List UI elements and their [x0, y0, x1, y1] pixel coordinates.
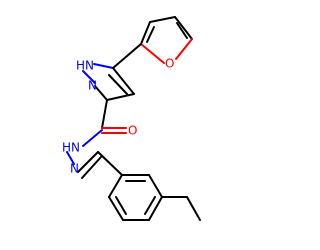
pyrazole-bond-4 [106, 93, 135, 101]
pyrazole-n-label: N [88, 79, 97, 93]
benzene-bond-5 [148, 174, 163, 198]
imine-single-bond [77, 151, 99, 173]
furan-oxygen-label: O [165, 57, 174, 71]
furan-bond-4 [175, 38, 193, 60]
pyrazole-bond-3 [94, 85, 108, 101]
imine-double-bond-a [81, 156, 102, 179]
pyrazole-bond-1 [93, 63, 114, 69]
pyrazole-carbonyl-bond [101, 99, 108, 129]
imine-n-label: N [70, 162, 79, 176]
ethyl-bond-2 [186, 196, 201, 221]
furan-double-bond-1 [146, 26, 155, 43]
hydrazide-chain [66, 99, 127, 179]
amide-nh-label: HN [62, 141, 80, 155]
benzene-bond-4 [148, 196, 163, 221]
benzene-ring [108, 174, 163, 221]
pyrazole-furan-link [112, 43, 142, 69]
benzene-bond-1 [108, 174, 123, 198]
pyrazole-double-bond [108, 74, 128, 95]
pyrazole-ring [82, 43, 142, 101]
amide-bond [82, 129, 103, 147]
benzene-bond-2 [108, 196, 124, 221]
furan-bond-3 [174, 16, 193, 40]
furan-double-bond-2 [176, 22, 188, 39]
molecule-structure: O HN N O HN N [62, 16, 201, 221]
carbonyl-oxygen-label: O [128, 124, 137, 138]
pyrazole-bond-5 [112, 67, 135, 95]
furan-bond-2 [149, 16, 176, 23]
benzene-double-bond-1 [115, 196, 127, 215]
ethyl-group [161, 196, 201, 221]
furan-ring [140, 16, 193, 64]
hydrazine-bond [66, 151, 75, 165]
pyrazole-nh-label: HN [76, 59, 94, 73]
furan-bond-5 [140, 43, 165, 64]
imine-double-bond-b [97, 151, 123, 176]
pyrazole-bond-2 [82, 70, 96, 84]
benzene-double-bond-3 [144, 196, 156, 215]
furan-bond-1 [140, 21, 151, 45]
